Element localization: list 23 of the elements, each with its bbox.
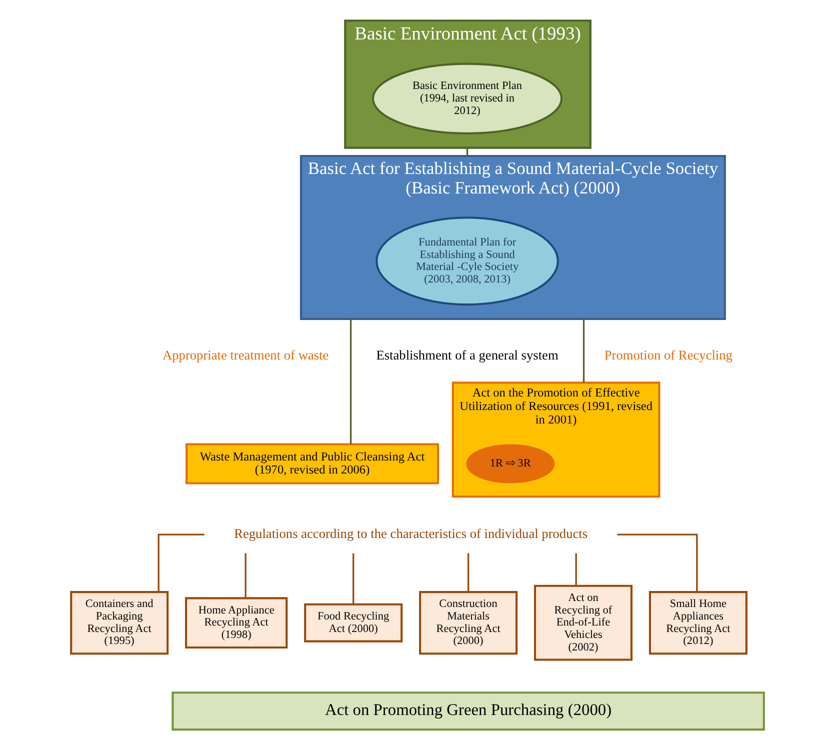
connector bbox=[350, 319, 352, 444]
node-box: Food Recycling Act (2000) bbox=[304, 603, 403, 642]
node-box: Home Appliance Recycling Act (1998) bbox=[185, 597, 288, 648]
node-box: Waste Management and Public Cleansing Act (1970, revised in 2006) bbox=[186, 443, 440, 484]
node-box: Construction Materials Recycling Act (2000) bbox=[419, 591, 518, 655]
node-ellipse: 1R ⇨ 3R bbox=[466, 444, 555, 484]
connector bbox=[575, 553, 577, 586]
connector bbox=[244, 553, 246, 598]
connector bbox=[352, 553, 354, 604]
node-ellipse: Basic Environment Plan (1994, last revised in 2012) bbox=[372, 62, 563, 134]
label: Establishment of a general system bbox=[376, 347, 558, 362]
connector bbox=[158, 534, 204, 592]
node-box: Act on Promoting Green Purchasing (2000) bbox=[172, 692, 765, 731]
node-ellipse: Fundamental Plan for Establishing a Sound Material -Cyle Society (2003, 2008, 2013) bbox=[376, 216, 559, 306]
node-box: Small Home Appliances Recycling Act (2012) bbox=[648, 591, 748, 655]
connector bbox=[617, 534, 698, 592]
label: Promotion of Recycling bbox=[604, 347, 732, 362]
node-box: Containers and Packaging Recycling Act (1995) bbox=[70, 591, 169, 655]
label: Appropriate treatment of waste bbox=[162, 347, 329, 362]
node-box: Act on Recycling of End-of-Life Vehicles (2002) bbox=[534, 584, 633, 661]
node-text: Regulations according to the characteristics of individual products bbox=[234, 526, 588, 542]
connector bbox=[467, 553, 470, 592]
connector bbox=[582, 319, 585, 383]
